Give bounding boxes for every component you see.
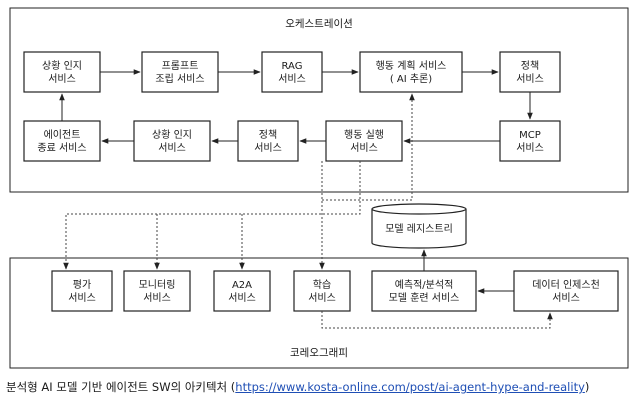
- svg-text:서비스: 서비스: [254, 142, 282, 154]
- caption-text: 분석형 AI 모델 기반 에이전트 SW의 아키텍처 (: [6, 380, 236, 394]
- svg-text:프롬프트: 프롬프트: [162, 60, 199, 72]
- svg-text:에이전트: 에이전트: [44, 129, 81, 141]
- caption-close: ): [584, 380, 590, 394]
- architecture-diagram: 오케스트레이션 코레오그래피 상황 인지 서비스 프롬프트 조립 서비스 RAG…: [9, 7, 629, 369]
- svg-text:서비스: 서비스: [516, 142, 544, 154]
- svg-text:서비스: 서비스: [158, 142, 186, 154]
- svg-text:서비스: 서비스: [48, 73, 76, 85]
- svg-text:모델 훈련 서비스: 모델 훈련 서비스: [389, 291, 460, 304]
- svg-text:서비스: 서비스: [278, 73, 306, 85]
- svg-text:모델 레지스트리: 모델 레지스트리: [385, 223, 453, 235]
- svg-text:모니터링: 모니터링: [139, 279, 176, 291]
- svg-text:서비스: 서비스: [68, 292, 96, 304]
- model-training-service-box: 예측적/분석적 모델 훈련 서비스: [371, 270, 477, 312]
- evaluation-service-box: 평가 서비스: [51, 270, 113, 312]
- policy-service-box-top: 정책 서비스: [499, 51, 561, 93]
- context-aware-service-box-2: 상황 인지 서비스: [133, 120, 211, 162]
- svg-text:평가: 평가: [73, 279, 91, 291]
- dotted-connectors: [63, 93, 553, 329]
- svg-text:조립 서비스: 조립 서비스: [155, 72, 204, 85]
- svg-text:서비스: 서비스: [228, 292, 256, 304]
- svg-text:데이터 인제스천: 데이터 인제스천: [532, 279, 600, 291]
- svg-text:서비스: 서비스: [143, 292, 171, 304]
- svg-text:상황 인지: 상황 인지: [42, 60, 82, 72]
- context-aware-service-box: 상황 인지 서비스: [23, 51, 101, 93]
- svg-text:MCP: MCP: [519, 130, 541, 141]
- svg-text:예측적/분석적: 예측적/분석적: [395, 279, 454, 291]
- svg-text:행동 실행: 행동 실행: [344, 129, 384, 141]
- svg-text:학습: 학습: [313, 279, 331, 291]
- rag-service-box: RAG 서비스: [261, 51, 323, 93]
- svg-text:정책: 정책: [521, 60, 539, 72]
- action-execution-service-box: 행동 실행 서비스: [325, 120, 403, 162]
- model-registry-database: 모델 레지스트리: [371, 203, 467, 249]
- mcp-service-box: MCP 서비스: [499, 120, 561, 162]
- choreography-title: 코레오그래피: [290, 347, 348, 359]
- svg-text:( AI 추론): ( AI 추론): [390, 73, 432, 85]
- svg-text:정책: 정책: [259, 129, 277, 141]
- learning-service-box: 학습 서비스: [293, 270, 351, 312]
- choreography-flow-arrows: [421, 249, 514, 294]
- svg-text:서비스: 서비스: [516, 73, 544, 85]
- policy-service-box-mid: 정책 서비스: [237, 120, 299, 162]
- orchestration-title: 오케스트레이션: [285, 18, 353, 30]
- svg-text:서비스: 서비스: [308, 292, 336, 304]
- svg-text:A2A: A2A: [232, 280, 252, 291]
- prompt-assembly-service-box: 프롬프트 조립 서비스: [141, 51, 219, 93]
- svg-text:행동 계획 서비스: 행동 계획 서비스: [376, 60, 447, 72]
- svg-text:서비스: 서비스: [552, 292, 580, 304]
- monitoring-service-box: 모니터링 서비스: [123, 270, 191, 312]
- svg-text:RAG: RAG: [282, 61, 303, 72]
- a2a-service-box: A2A 서비스: [213, 270, 271, 312]
- caption-link[interactable]: https://www.kosta-online.com/post/ai-age…: [235, 380, 585, 394]
- action-planning-service-box: 행동 계획 서비스 ( AI 추론): [359, 51, 463, 93]
- agent-termination-service-box: 에이전트 종료 서비스: [23, 120, 101, 162]
- data-ingestion-service-box: 데이터 인제스천 서비스: [513, 270, 619, 312]
- svg-text:상황 인지: 상황 인지: [152, 129, 192, 141]
- svg-text:서비스: 서비스: [350, 142, 378, 154]
- figure-caption: 분석형 AI 모델 기반 에이전트 SW의 아키텍처 (https://www.…: [6, 379, 589, 395]
- orchestration-flow-arrows: [59, 69, 533, 144]
- svg-text:종료 서비스: 종료 서비스: [37, 142, 86, 154]
- orchestration-frame: [9, 7, 629, 193]
